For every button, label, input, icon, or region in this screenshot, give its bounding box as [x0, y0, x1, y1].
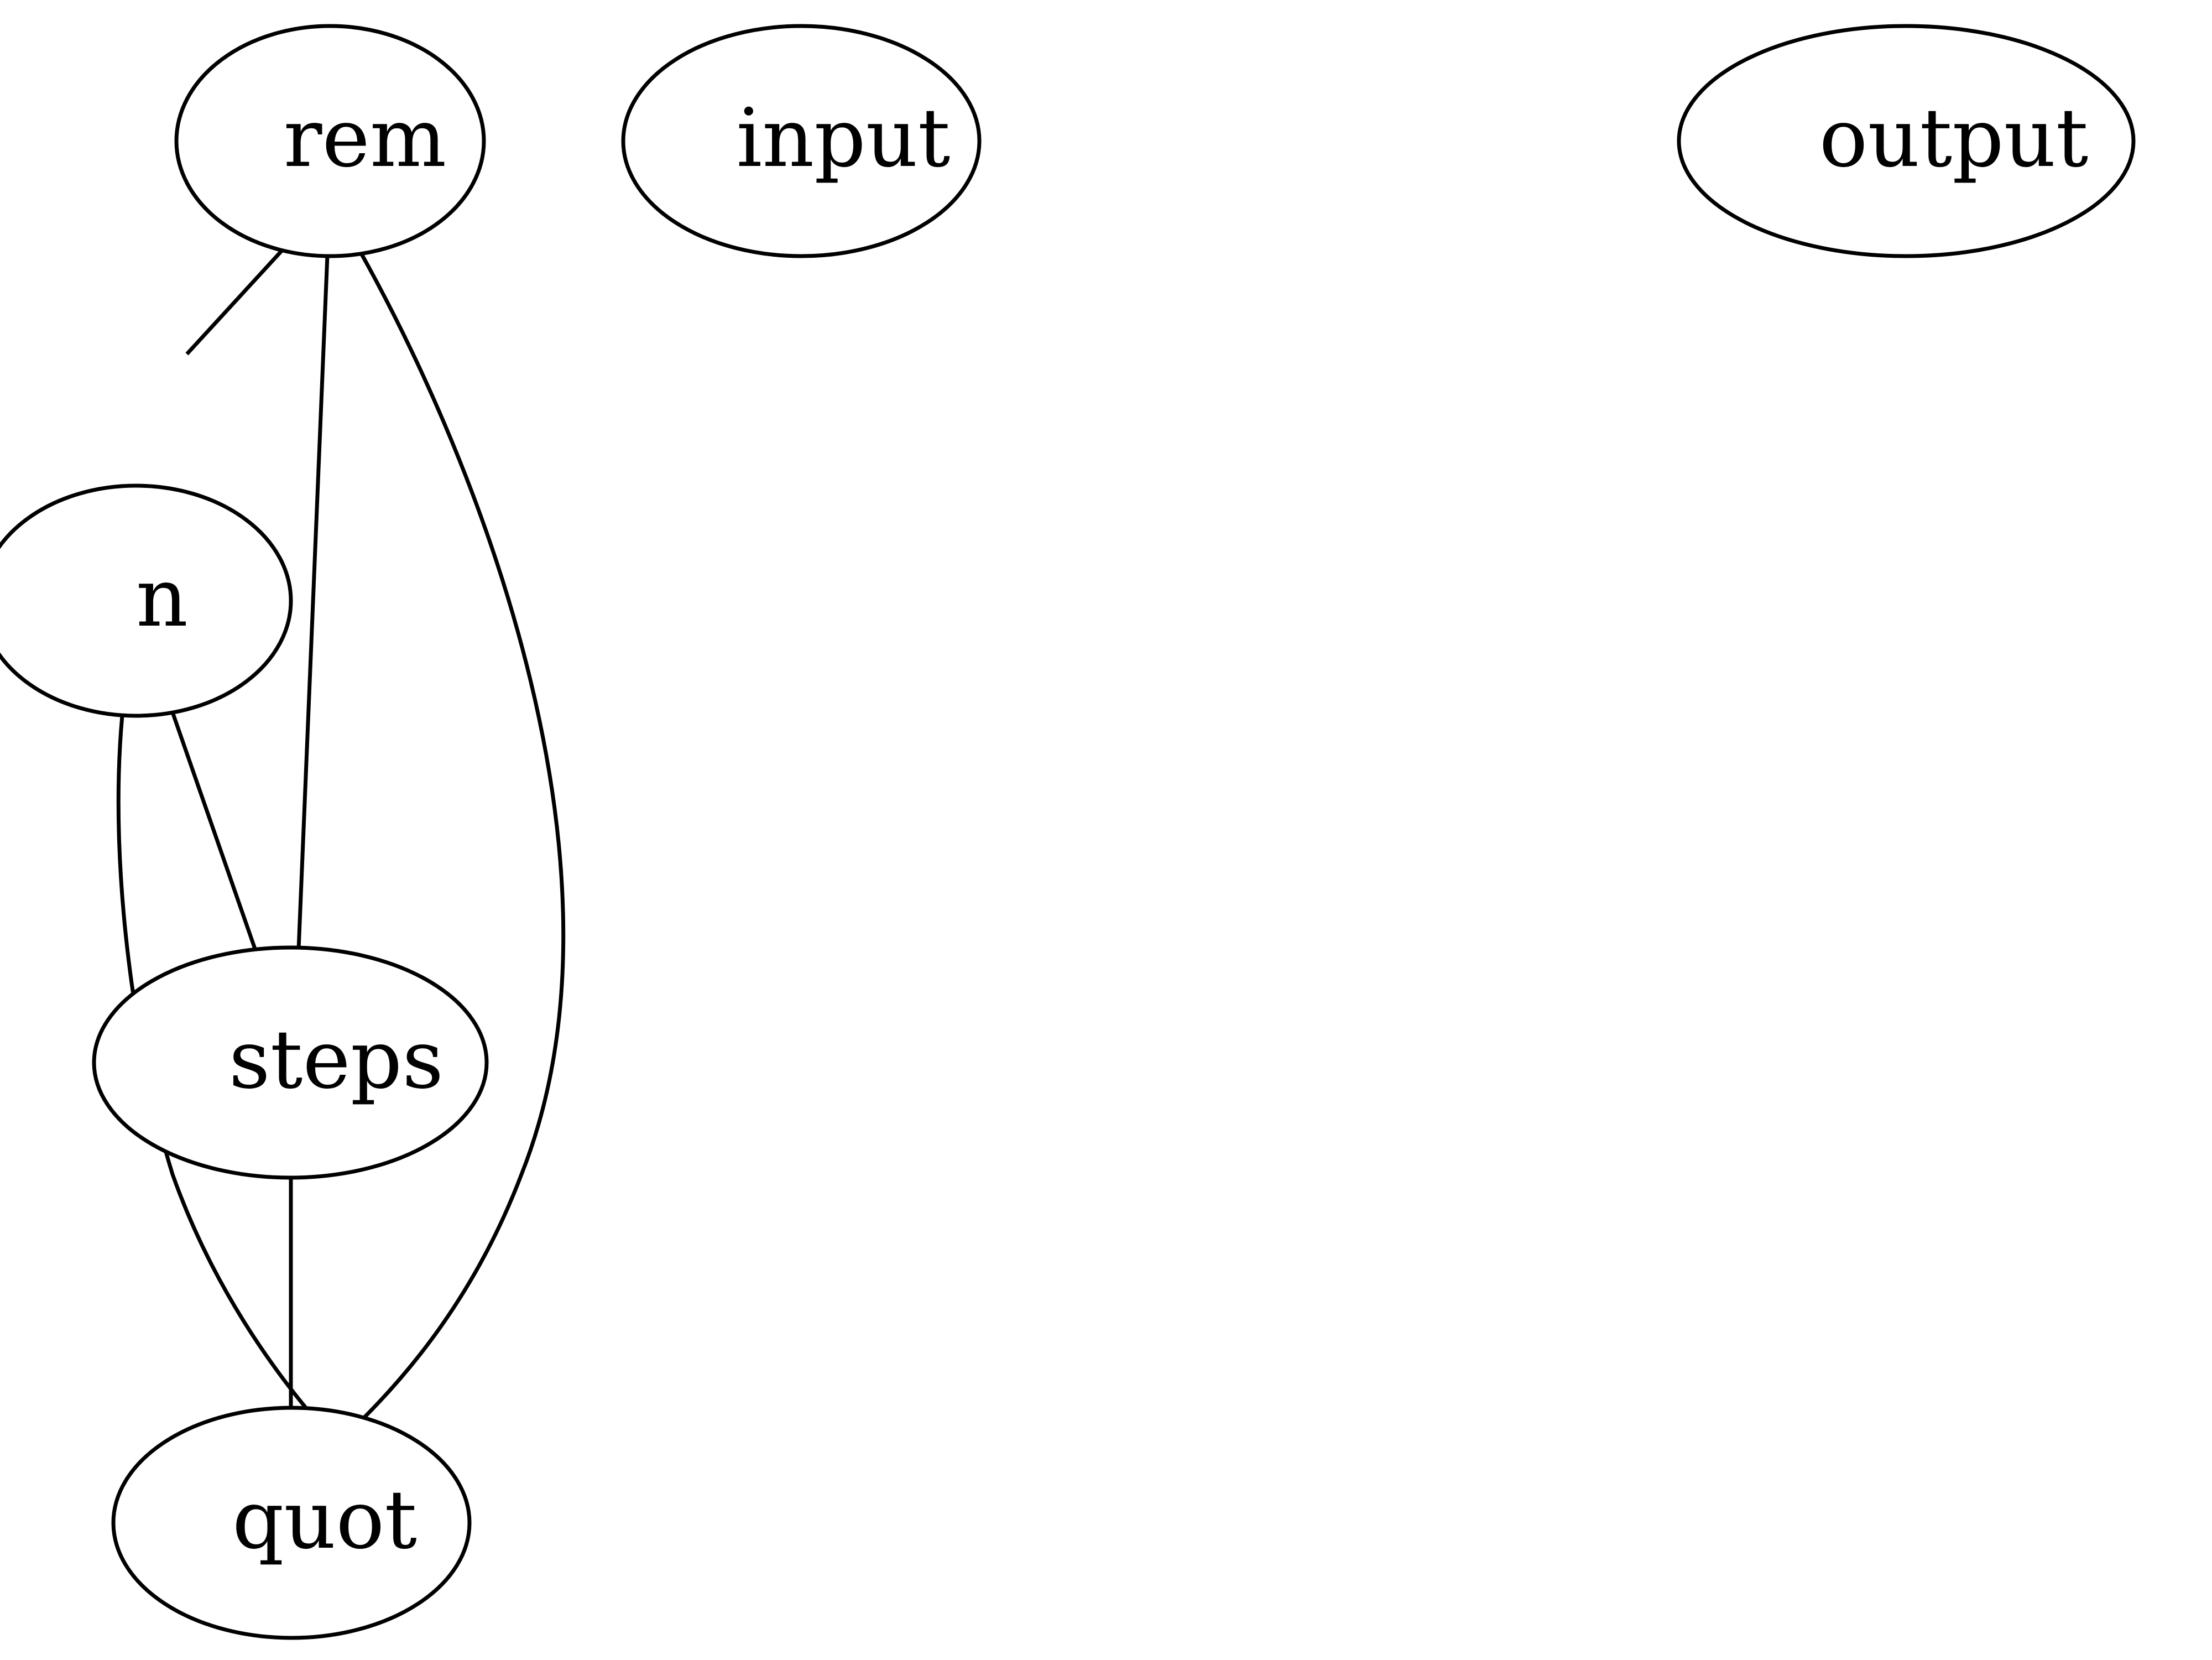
node-rem-label: rem	[284, 91, 447, 185]
node-quot-label: quot	[232, 1473, 417, 1567]
node-input-label: input	[737, 91, 951, 185]
node-rem[interactable]: rem	[174, 24, 486, 258]
node-steps[interactable]: steps	[92, 945, 489, 1180]
node-n[interactable]: n	[0, 483, 293, 718]
node-quot[interactable]: quot	[111, 1406, 472, 1640]
node-n-label: n	[136, 551, 188, 645]
nodes: rem input output n steps quot	[0, 24, 2136, 1640]
edge-rem-n	[185, 244, 288, 356]
edges	[116, 244, 566, 1429]
node-steps-label: steps	[229, 1013, 444, 1107]
node-output[interactable]: output	[1677, 24, 2136, 258]
edge-rem-quot	[352, 251, 566, 1429]
edge-rem-steps	[296, 255, 330, 950]
node-input[interactable]: input	[621, 24, 982, 258]
node-output-label: output	[1819, 91, 2089, 185]
edge-n-steps	[169, 708, 258, 951]
